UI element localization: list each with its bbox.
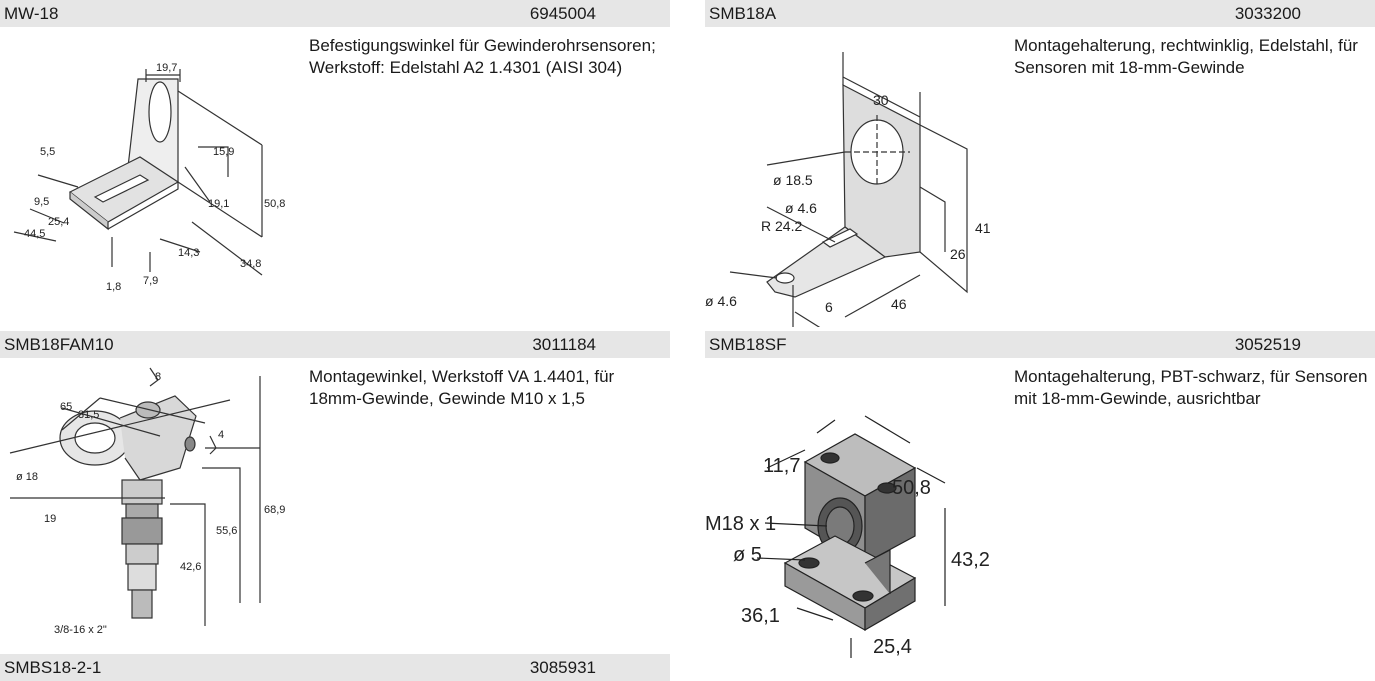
dim-label: 25,4	[48, 216, 69, 228]
dim-label: 31,5	[78, 409, 99, 421]
dim-label: 11,7	[763, 455, 800, 477]
product-name: MW-18	[4, 3, 59, 23]
dim-label: 55,6	[216, 525, 237, 537]
dim-label: 42,6	[180, 561, 201, 573]
dim-label: 41	[975, 220, 991, 236]
dim-label: 43,2	[951, 549, 990, 571]
dim-label: ø 18	[16, 471, 38, 483]
dim-label: 15,9	[213, 146, 234, 158]
product-number: 3052519	[1234, 334, 1301, 354]
dim-label: 36,1	[741, 605, 780, 627]
dim-label: 26	[950, 246, 966, 262]
product-description: Montagehalterung, rechtwinklig, Edelstah…	[1014, 36, 1358, 77]
dim-label: 9,5	[34, 196, 49, 208]
product-header: SMBS18-2-1 3085931	[0, 654, 670, 681]
product-number: 3011184	[532, 334, 596, 354]
product-card-smb18fam10: SMB18FAM10 3011184	[0, 331, 670, 648]
product-number: 6945004	[529, 3, 596, 23]
dim-label: 5,5	[40, 146, 55, 158]
product-description: Montagehalterung, PBT-schwarz, für Senso…	[1014, 367, 1368, 408]
dim-label: 6	[825, 299, 833, 315]
dim-label: 68,9	[264, 504, 285, 516]
dim-label: 65	[60, 401, 72, 413]
dim-label: 50,8	[264, 198, 285, 210]
product-name: SMBS18-2-1	[4, 657, 102, 677]
product-number: 3085931	[529, 657, 596, 677]
product-name: SMB18FAM10	[4, 334, 114, 354]
mw-18-drawing: 19,7 5,5 15,9 19,1 50,8 9,5 25,4 44,5 14…	[13, 62, 285, 293]
product-description: Montagewinkel, Werkstoff VA 1.4401, für …	[309, 367, 615, 408]
product-header: SMB18SF 3052519	[705, 331, 1375, 358]
dim-label: 14,3	[178, 247, 199, 259]
dim-label: 46	[891, 296, 907, 312]
product-description: Befestigungswinkel für Gewinderohrsensor…	[309, 36, 656, 77]
product-header: SMB18A 3033200	[705, 0, 1375, 27]
product-header: SMB18FAM10 3011184	[0, 331, 670, 358]
product-name: SMB18A	[709, 3, 777, 23]
dim-label: M18 x 1	[705, 513, 776, 535]
dim-label: 19,1	[208, 198, 229, 210]
product-card-smb18a: SMB18A 3033200 30 ø 18.5 ø	[705, 0, 1375, 327]
dim-label: 30	[873, 92, 889, 108]
dim-label: R 24.2	[761, 218, 802, 234]
smb18sf-drawing: 11,7 50,8 M18 x 1 ø 5 43,2 36,1 25,4	[705, 415, 990, 658]
dim-label: 8	[155, 371, 161, 383]
dim-label: 44,5	[24, 228, 45, 240]
product-card-mw-18: MW-18 6945004 19,7	[0, 0, 670, 317]
smb18a-drawing: 30 ø 18.5 ø 4.6 R 24.2 41 26 ø 4.6 6 46	[705, 52, 991, 327]
product-card-smb18sf: SMB18SF 3052519	[705, 331, 1375, 658]
dim-label: 1,8	[106, 281, 121, 293]
dim-label: 34,8	[240, 258, 261, 270]
product-header: MW-18 6945004	[0, 0, 670, 27]
dim-label: ø 5	[733, 544, 762, 566]
product-card-smbs18-2-1: SMBS18-2-1 3085931	[0, 654, 670, 681]
dim-label: ø 4.6	[785, 200, 817, 216]
dim-label: 19,7	[156, 62, 177, 74]
product-name: SMB18SF	[709, 334, 787, 354]
smb18fam10-drawing: 8 65 31,5 ø 18 4 68,9 19 55,6 42,6 3/8-1…	[9, 367, 285, 636]
dim-label: 7,9	[143, 275, 158, 287]
dim-label: ø 4.6	[705, 293, 737, 309]
dim-label: 4	[218, 429, 224, 441]
dim-label: 3/8-16 x 2"	[54, 624, 107, 636]
dim-label: 50,8	[892, 477, 931, 499]
product-number: 3033200	[1234, 3, 1301, 23]
dim-label: 19	[44, 513, 56, 525]
dim-label: 25,4	[873, 636, 912, 658]
dim-label: ø 18.5	[773, 172, 813, 188]
